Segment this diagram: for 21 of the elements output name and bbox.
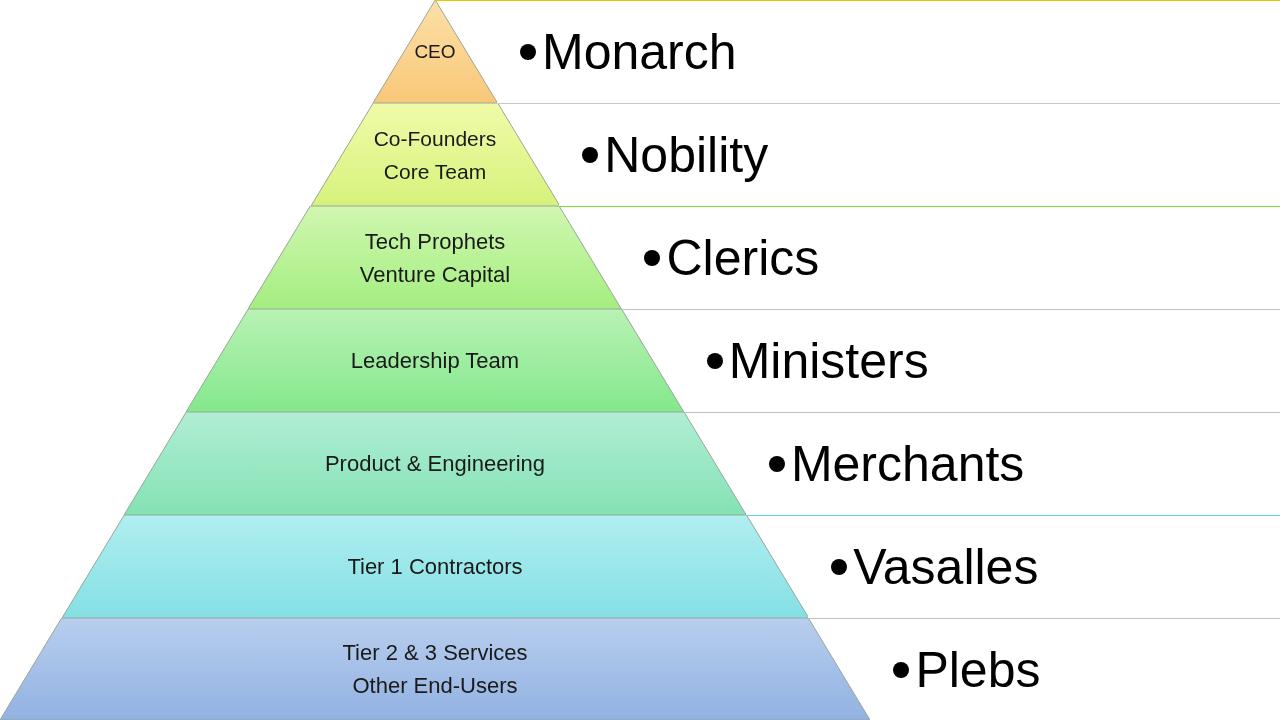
pyramid-level: [0, 618, 870, 720]
pyramid-level: [372, 0, 498, 103]
level-label: Tier 2 & 3 Services Other End-Users: [341, 639, 529, 700]
pyramid-level: [310, 103, 560, 206]
level-label: Co-Founders Core Team: [372, 125, 498, 185]
rank-label: Plebs: [915, 644, 1041, 695]
rank-label: Merchants: [790, 439, 1025, 489]
rank-label: Ministers: [728, 336, 929, 386]
rank-label: Vasalles: [853, 542, 1039, 592]
rank-label: Monarch: [542, 27, 737, 77]
pyramid-level: [186, 309, 684, 412]
rank-label: Clerics: [666, 233, 820, 283]
rank-label: Nobility: [604, 130, 769, 180]
level-label: Product & Engineering: [323, 450, 547, 478]
level-label: Tech Prophets Venture Capital: [358, 227, 512, 289]
level-label: Leadership Team: [349, 347, 521, 375]
level-label: Tier 1 Contractors: [346, 553, 524, 581]
pyramid-level: [248, 206, 622, 309]
pyramid-level: [123, 412, 747, 515]
level-label: CEO: [413, 40, 457, 64]
pyramid-level: [61, 515, 809, 618]
